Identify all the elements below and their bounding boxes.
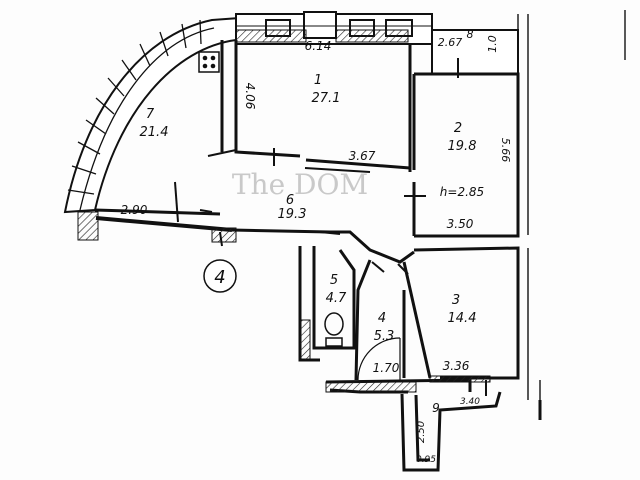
room-4-id: 4 [378,311,386,326]
room-1-area: 27.1 [312,91,341,106]
dim-room3-width: 3.36 [443,359,470,373]
room-3-id: 3 [452,293,460,308]
room-7-area: 21.4 [140,125,169,140]
exterior-lines [517,10,626,420]
room-2-id: 2 [454,121,462,136]
dim-room1-height: 4.06 [243,83,257,110]
room-6-id: 6 [286,193,294,208]
walls [94,40,542,472]
apartment-number-badge: 4 [203,259,237,293]
dim-room6-width: 3.67 [349,149,376,163]
dim-room2-width: 3.50 [447,217,474,231]
room-labels: 1 27.1 2 19.8 3 14.4 4 5.3 5 4.7 6 19.3 … [140,28,499,465]
room-8-area: 1.0 [486,35,499,53]
door-swing [357,337,401,381]
room-7-id: 7 [146,107,155,122]
room-8-id: 8 [467,28,474,41]
dim-bath-width: 1.70 [373,361,400,375]
room-1-id: 1 [314,73,322,88]
room-5-id: 5 [330,273,338,288]
stove-icon [198,51,220,73]
room-4-area: 5.3 [374,329,395,344]
room-6-area: 19.3 [278,207,307,222]
toilet-icon [324,312,344,347]
hatched-walls [77,29,491,393]
dim-room1-width: 6.14 [305,39,332,53]
room-5-area: 4.7 [326,291,347,306]
room-9-area: 0.95 [416,455,436,465]
door-markers [199,58,487,396]
dim-room2-height: 5.66 [499,138,512,163]
room-9-id: 9 [432,401,440,415]
dim-balcony9-width: 3.40 [460,397,480,407]
apartment-number: 4 [214,267,225,288]
dim-balcony8-width: 2.67 [438,36,463,49]
dimension-labels: 6.14 4.06 2.67 5.66 3.67 h=2.85 2.90 3.5… [121,36,512,443]
dim-room7-width: 2.90 [121,203,148,217]
dim-balcony9-height: 2.50 [416,421,427,443]
top-wall [235,11,519,75]
ceiling-height: h=2.85 [440,185,484,199]
room-2-area: 19.8 [448,139,477,154]
watermark: The DOM [232,168,368,201]
room-3-area: 14.4 [448,311,477,326]
